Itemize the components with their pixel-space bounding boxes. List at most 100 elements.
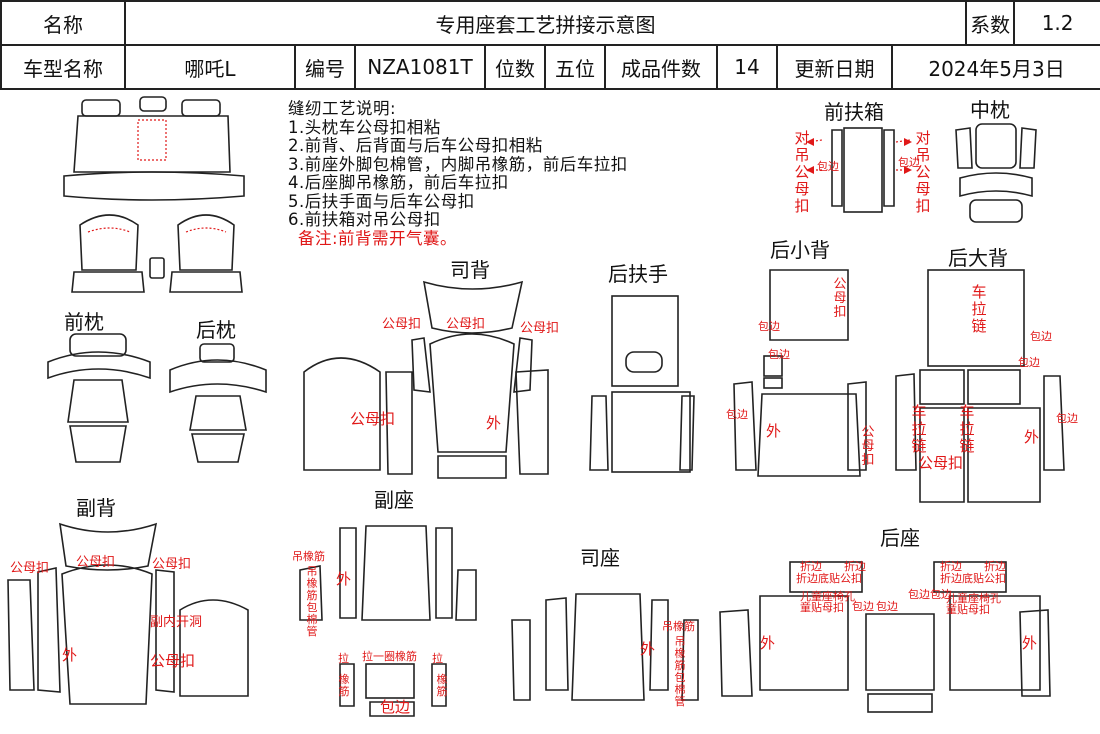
section-title-mid-pillow: 中枕	[970, 98, 1010, 122]
snap-label: 公母扣	[861, 425, 875, 468]
note-item: 5.后扶手面与后车公母扣	[288, 191, 475, 211]
code-value: NZA1081T	[354, 44, 486, 90]
wrap-label: 包边	[852, 600, 874, 613]
rear-seat-drawing	[719, 561, 1051, 713]
child-hole-label: 儿童座椅孔	[800, 590, 855, 603]
overview-front-seats-drawing	[71, 214, 243, 293]
snap-label: 公母扣	[152, 557, 192, 572]
band-label: 橡筋	[338, 673, 350, 698]
snap-label: 公母扣	[382, 317, 422, 332]
band-wrap-label: 吊橡筋包棉管	[306, 565, 318, 638]
wrap-label: 包边	[758, 320, 780, 333]
wrap-label: 包边	[876, 600, 898, 613]
hang-snap-label: 对吊公母扣	[794, 129, 810, 215]
wrap-label: 包边	[1056, 412, 1078, 425]
wrap-edge-label: 包边包边	[908, 588, 952, 601]
fold-label: 折边	[940, 560, 962, 573]
name-label: 名称	[0, 0, 126, 46]
snap-label: 公母扣	[350, 410, 396, 428]
section-title-rear-small-back: 后小背	[770, 238, 830, 262]
rear-big-back-drawing	[895, 269, 1065, 503]
section-title-passenger-back: 副背	[76, 496, 116, 520]
seats-value: 五位	[544, 44, 606, 90]
doc-title: 专用座套工艺拼接示意图	[123, 0, 968, 46]
model-value: 哪吒L	[124, 44, 296, 90]
hang-band-label: 吊橡筋	[292, 550, 325, 563]
hang-band-label: 吊橡筋	[662, 620, 695, 633]
paste-mother-label: 童贴母扣	[800, 601, 844, 614]
front-armbox-drawing	[806, 127, 912, 213]
header-table: 名称 专用座套工艺拼接示意图 系数 1.2 车型名称 哪吒L 编号 NZA108…	[0, 0, 1100, 90]
sewing-notes: 缝纫工艺说明: 1.头枕车公母扣相粘 2.前背、后背面与后车公母扣相粘 3.前座…	[288, 99, 628, 248]
child-hole-label: 儿童座椅孔	[946, 592, 1001, 605]
band-wrap-label: 吊橡筋包棉管	[674, 635, 686, 708]
outer-label: 外	[336, 570, 352, 588]
paste-mother-label: 童贴母扣	[946, 603, 990, 616]
snap-label: 公母扣	[150, 652, 196, 670]
driver-seat-drawing	[511, 593, 699, 701]
date-label: 更新日期	[776, 44, 893, 90]
snap-label: 公母扣	[10, 561, 50, 576]
section-title-front-armbox: 前扶箱	[824, 100, 884, 124]
seats-label: 位数	[484, 44, 546, 90]
rear-small-back-drawing	[733, 269, 867, 477]
outer-label: 外	[62, 646, 78, 664]
snap-label: 公母扣	[520, 321, 560, 336]
zipper-label: 车拉链	[911, 403, 927, 455]
notes-title: 缝纫工艺说明:	[288, 99, 397, 118]
middle-pillow-drawing	[955, 123, 1037, 223]
wrap-zip-label: 车拉链	[971, 283, 987, 335]
notes-remark: 备注:前背需开气囊。	[298, 228, 458, 248]
coef-label: 系数	[965, 0, 1016, 46]
wrap-label: 包边	[1030, 330, 1052, 343]
code-label: 编号	[294, 44, 356, 90]
note-item: 6.前扶箱对吊公母扣	[288, 210, 441, 229]
fold-label: 折边	[984, 560, 1006, 573]
pull-label: 拉	[338, 652, 349, 665]
section-title-rear-big-back: 后大背	[948, 246, 1008, 270]
driver-back-drawing	[303, 280, 549, 479]
snap-label: 公母扣	[446, 317, 486, 332]
wrap-label: 包边	[898, 156, 920, 169]
section-title-rear-armrest: 后扶手	[608, 262, 668, 286]
model-label: 车型名称	[0, 44, 126, 90]
wrap-label: 包边	[380, 698, 411, 716]
outer-label: 外	[760, 634, 776, 652]
fold-paste-label: 折边底贴公扣	[940, 572, 1006, 585]
wrap-label: 包边	[1018, 356, 1040, 369]
fold-paste-label: 折边底贴公扣	[796, 572, 862, 585]
date-value: 2024年5月3日	[890, 44, 1100, 90]
outer-label: 外	[486, 414, 502, 432]
wrap-label: 包边	[726, 408, 748, 421]
zipper-label: 车拉链	[959, 403, 975, 455]
wrap-label: 包边	[768, 348, 790, 361]
section-title-rear-seat: 后座	[880, 526, 920, 550]
note-item: 2.前背、后背面与后车公母扣相粘	[288, 136, 543, 155]
section-title-driver-seat: 司座	[580, 546, 620, 570]
rear-pillow-drawing	[169, 343, 267, 463]
pieces-label: 成品件数	[604, 44, 718, 90]
inner-pull-label: 副内开洞	[150, 615, 203, 630]
note-item: 4.后座脚吊橡筋，前后车拉扣	[288, 173, 509, 192]
fold-label: 折边	[800, 560, 822, 573]
snap-label: 公母扣	[918, 454, 964, 472]
pieces-value: 14	[716, 44, 778, 90]
section-title-driver-back: 司背	[450, 258, 490, 282]
section-title-passenger-seat: 副座	[374, 488, 414, 512]
outer-label: 外	[1024, 428, 1040, 446]
coef-value: 1.2	[1013, 0, 1100, 46]
rear-armrest-drawing	[589, 295, 695, 473]
note-item: 1.头枕车公母扣相粘	[288, 117, 441, 137]
section-title-rear-pillow: 后枕	[196, 318, 236, 342]
snap-label: 公母扣	[76, 555, 116, 570]
passenger-back-drawing	[7, 522, 249, 705]
note-item: 3.前座外脚包棉管，内脚吊橡筋，前后车拉扣	[288, 154, 628, 174]
outer-label: 外	[1022, 634, 1038, 652]
passenger-seat-drawing	[299, 525, 477, 717]
band-label: 橡筋	[436, 673, 448, 698]
wrap-label: 包边	[817, 160, 839, 173]
overview-rear-bench-drawing	[63, 96, 245, 201]
front-pillow-drawing	[47, 333, 151, 463]
